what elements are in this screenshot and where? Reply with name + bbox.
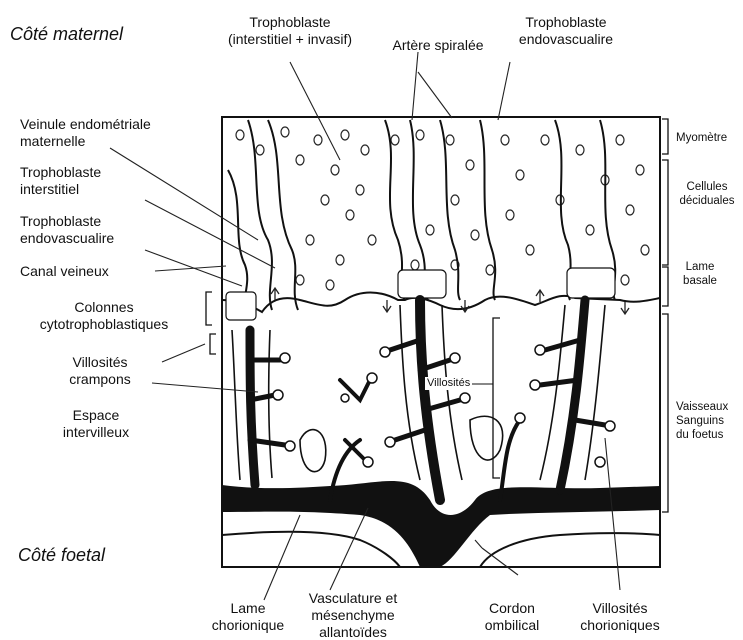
label-villi: Villosités	[425, 377, 472, 390]
label-troph-interstitial: Trophoblaste interstitiel	[20, 164, 101, 198]
maternal-side-label: Côté maternel	[10, 23, 123, 45]
label-fetal-vessels: Vaisseaux Sanguins du foetus	[676, 400, 728, 442]
label-cytotroph-columns: Colonnes cytotrophoblastiques	[40, 299, 168, 333]
label-myometrium: Myomètre	[676, 131, 727, 145]
fetal-side-label: Côté foetal	[18, 544, 105, 566]
label-decidual-cells: Cellules déciduales	[680, 180, 735, 208]
left-brackets	[206, 292, 216, 354]
label-troph-interstitial-invasive: Trophoblaste (interstitiel + invasif)	[228, 14, 352, 48]
label-basal-plate: Lame basale	[683, 260, 717, 288]
right-brackets	[662, 119, 668, 512]
label-endometrial-venule: Veinule endométriale maternelle	[20, 116, 151, 150]
label-spiral-artery: Artère spiralée	[392, 37, 483, 54]
label-intervillous-space: Espace intervilleux	[63, 407, 129, 441]
label-troph-endovascular-top: Trophoblaste endovascualire	[519, 14, 613, 48]
label-umbilical-cord: Cordon ombilical	[485, 600, 539, 634]
label-chorionic-plate: Lame chorionique	[212, 600, 284, 634]
label-anchoring-villi: Villosités crampons	[69, 354, 130, 388]
label-chorionic-villi: Villosités chorioniques	[580, 600, 659, 634]
label-troph-endovascular-left: Trophoblaste endovascualire	[20, 213, 114, 247]
label-venous-canal: Canal veineux	[20, 263, 109, 280]
label-vasculature: Vasculature et mésenchyme allantoïdes	[309, 590, 397, 640]
